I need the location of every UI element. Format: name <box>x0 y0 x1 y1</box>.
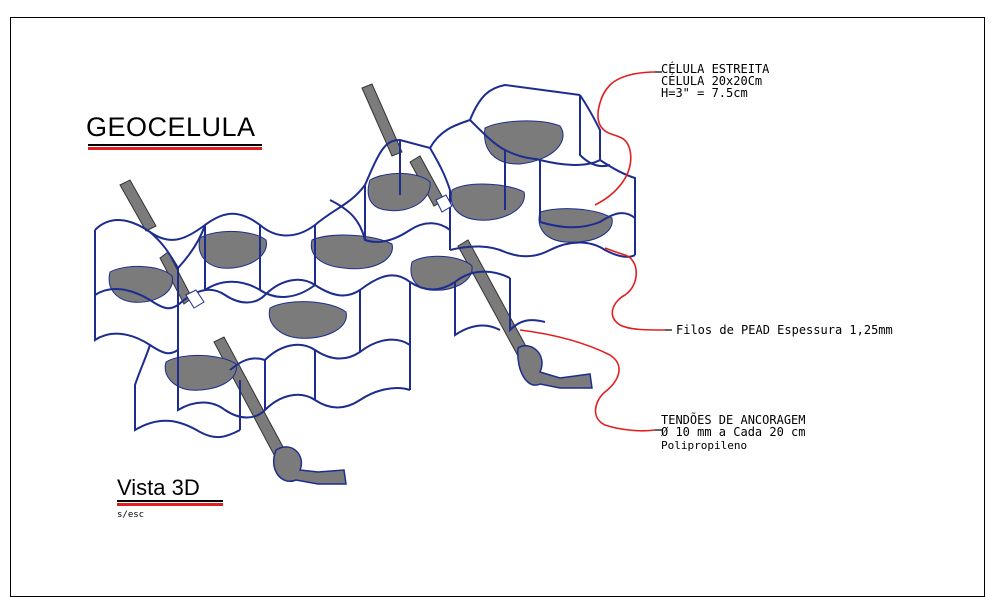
leader-anchors <box>519 329 656 432</box>
view-underline <box>117 500 223 502</box>
tendon-6 <box>213 336 291 467</box>
view-label: Vista 3D <box>117 475 200 500</box>
tendon-knots <box>273 345 593 485</box>
cell-note-line-2: CÉLULA 20x20Cm <box>661 74 763 88</box>
tendon-5 <box>457 239 529 357</box>
geocell-walls <box>94 83 636 438</box>
geocell-drawing <box>94 71 672 485</box>
leader-filaments <box>604 247 666 331</box>
tendon-2 <box>119 179 157 232</box>
connectors <box>185 194 453 309</box>
leader-lines <box>519 71 666 432</box>
knot-right <box>517 345 593 389</box>
cell-note-line-3: H=3" = 7.5cm <box>661 86 748 100</box>
leader-cell <box>594 71 656 206</box>
cell-note-line-1: CÉLULA ESTREITA <box>661 62 770 76</box>
title-underline-accent <box>88 147 262 150</box>
knot-left <box>273 446 347 485</box>
leader-ticks <box>655 71 672 431</box>
title-underline <box>88 144 262 146</box>
filaments-note: Filos de PEAD Espessura 1,25mm <box>676 323 893 337</box>
view-underline-accent <box>117 503 223 506</box>
anchor-note-line-2: Ø 10 mm a Cada 20 cm <box>661 425 806 439</box>
tendon-1 <box>361 83 403 157</box>
cell-fills <box>108 120 613 391</box>
anchor-note-line-3: Polipropileno <box>661 439 748 452</box>
anchor-note-line-1: TENDÕES DE ANCORAGEM <box>661 413 806 427</box>
drawing-title: GEOCELULA <box>86 112 256 142</box>
view-scale: s/esc <box>117 510 145 520</box>
